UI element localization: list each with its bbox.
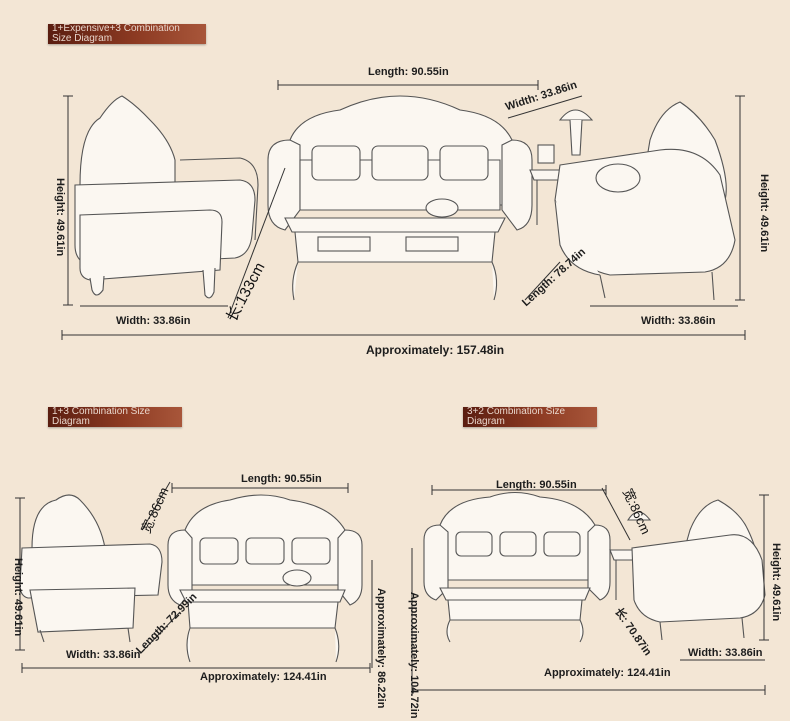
br-side: Approximately: 104.72in: [408, 592, 420, 719]
banner-top: 1+Expensive+3 Combination Size Diagram: [48, 24, 206, 44]
br-sofa: [423, 491, 611, 601]
br-total: Approximately: 124.41in: [544, 667, 671, 679]
top-chaise: [554, 101, 736, 301]
top-total: Approximately: 157.48in: [366, 343, 505, 357]
bl-coffee-table: [179, 569, 346, 663]
top-sofa: [267, 95, 533, 231]
br-chaise-width: Width: 33.86in: [688, 647, 763, 659]
bl-sofa: [167, 494, 363, 606]
br-coffee-table: [439, 587, 591, 643]
banner-bottom-right: 3+2 Combination Size Diagram: [463, 407, 597, 427]
br-height: Height: 49.61in: [770, 543, 782, 622]
bl-total: Approximately: 124.41in: [200, 671, 327, 683]
br-chaise: [631, 499, 766, 641]
br-sofa-length: Length: 90.55in: [496, 479, 577, 491]
bl-height: Height: 49.61in: [12, 558, 24, 637]
top-chaise-width: Width: 33.86in: [641, 315, 716, 327]
top-sofa-length: Length: 90.55in: [368, 66, 449, 78]
bl-chair-width: Width: 33.86in: [66, 649, 141, 661]
bl-side: Approximately: 86.22in: [375, 588, 387, 709]
top-right-height: Height: 49.61in: [758, 174, 770, 253]
dimension-lines: [15, 80, 769, 695]
bl-armchair: [19, 494, 163, 643]
top-coffee-table: [284, 198, 506, 301]
top-armchair: [74, 95, 259, 299]
top-left-height: Height: 49.61in: [54, 178, 66, 257]
bl-sofa-length: Length: 90.55in: [241, 473, 322, 485]
banner-bottom-left: 1+3 Combination Size Diagram: [48, 407, 182, 427]
top-chair-width: Width: 33.86in: [116, 315, 191, 327]
